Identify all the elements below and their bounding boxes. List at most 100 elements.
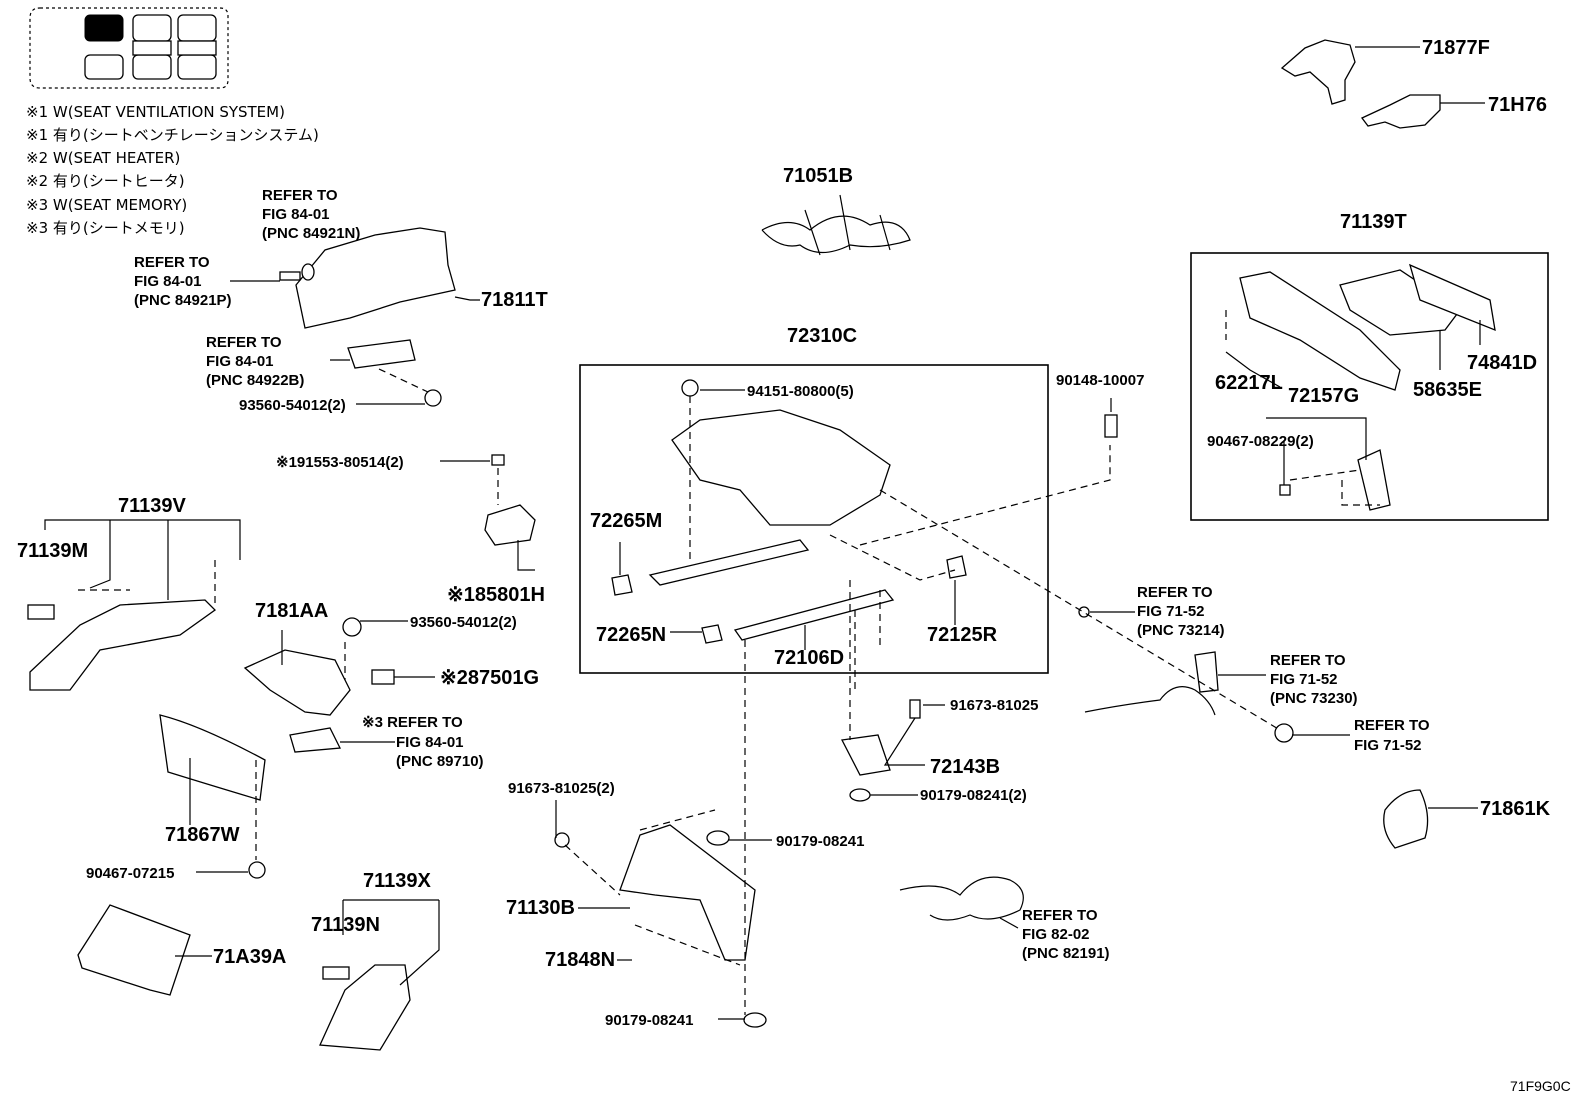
group-box-72310C [579,364,1049,674]
seat-position-icon [29,7,229,89]
svg-text:FIG 84-01: FIG 84-01 [206,353,274,370]
part-71A39A-drawing [77,904,191,996]
part-71867W-drawing [159,714,266,801]
note-2-jp: ※2 有り(シートヒータ) [26,172,185,190]
label-72143B: 72143B [930,756,1000,778]
svg-text:REFER TO: REFER TO [1270,652,1346,669]
label-71877F: 71877F [1422,37,1490,59]
svg-text:FIG 82-02: FIG 82-02 [1022,926,1090,943]
label-72157G: 72157G [1288,385,1359,407]
label-71139V: 71139V [118,495,187,517]
ref-73230: REFER TO FIG 71-52 (PNC 73230) [1270,652,1358,707]
part-71861K-drawing [1383,789,1429,849]
label-62217L: 62217L [1215,372,1283,394]
label-72310C: 72310C [787,325,857,347]
svg-text:※3 REFER TO: ※3 REFER TO [362,714,463,731]
svg-text:REFER TO: REFER TO [206,334,282,351]
label-71A39A: 71A39A [213,946,286,968]
svg-text:REFER TO: REFER TO [1137,584,1213,601]
wire-harness-82191 [899,876,1024,921]
part-71139T-drawing [1239,271,1401,391]
label-71867W: 71867W [165,824,240,846]
label-71848N: 71848N [545,949,615,971]
part-labels: 71877F 71H76 71051B 71139T 71811T 72310C… [17,37,1551,1029]
svg-text:FIG 71-52: FIG 71-52 [1270,671,1338,688]
group-box-71139T [1190,252,1549,521]
label-90467-07215: 90467-07215 [86,865,174,882]
label-71139M: 71139M [17,540,88,562]
svg-text:FIG 71-52: FIG 71-52 [1354,737,1422,754]
note-1-en: ※1 W(SEAT VENTILATION SYSTEM) [26,103,285,121]
svg-text:FIG 71-52: FIG 71-52 [1137,603,1205,620]
ref-73214: REFER TO FIG 71-52 (PNC 73214) [1137,584,1225,639]
label-72125R: 72125R [927,624,998,646]
label-58635E: 58635E [1413,379,1482,401]
svg-text:(PNC 82191): (PNC 82191) [1022,945,1110,962]
svg-text:REFER TO: REFER TO [1022,907,1098,924]
part-71877F-drawing [1280,39,1356,105]
label-72106D: 72106D [774,647,844,669]
label-94151-80800: 94151-80800(5) [747,383,854,400]
part-71130B-drawing [619,824,756,961]
part-72143B-drawing [841,734,891,776]
label-71139N: 71139N [311,914,380,936]
ref-84921N: REFER TO FIG 84-01 (PNC 84921N) [262,187,360,242]
part-71139V-drawing [29,599,217,691]
note-2-en: ※2 W(SEAT HEATER) [26,149,180,167]
part-71139X-drawing [319,964,411,1051]
label-90467-08229: 90467-08229(2) [1207,433,1314,450]
label-7181AA: 7181AA [255,600,328,622]
svg-text:(PNC 73230): (PNC 73230) [1270,690,1358,707]
svg-text:(PNC 84921N): (PNC 84921N) [262,225,360,242]
part-71811T-drawing [295,227,456,329]
diagram-code: 71F9G0C [1510,1078,1571,1094]
part-71H76-drawing [1360,94,1441,129]
label-71130B: 71130B [506,897,575,919]
label-287501G: ※287501G [440,667,539,689]
note-1-jp: ※1 有り(シートベンチレーションシステム) [26,126,319,144]
ref-71-52: REFER TO FIG 71-52 [1354,717,1430,754]
label-72265M: 72265M [590,510,662,532]
part-72310C-drawing [671,409,891,526]
svg-text:(PNC 73214): (PNC 73214) [1137,622,1225,639]
svg-text:FIG 84-01: FIG 84-01 [134,273,202,290]
note-3-en: ※3 W(SEAT MEMORY) [26,196,187,214]
label-91673-81025-2: 91673-81025(2) [508,780,615,797]
ref-84922B: REFER TO FIG 84-01 (PNC 84922B) [206,334,304,389]
note-3-jp: ※3 有り(シートメモリ) [26,219,185,237]
label-74841D: 74841D [1467,352,1537,374]
label-90148-10007: 90148-10007 [1056,372,1144,389]
assembly-lines [78,310,1380,1015]
part-71051B-drawing [761,215,911,254]
label-185801H: ※185801H [447,584,545,606]
ref-84921P: REFER TO FIG 84-01 (PNC 84921P) [134,254,232,309]
label-71H76: 71H76 [1488,94,1547,116]
label-90179-08241-bottom: 90179-08241 [605,1012,693,1029]
label-191553-80514: ※191553-80514(2) [276,454,404,471]
seat-belt-harness [1084,686,1216,716]
label-72265N: 72265N [596,624,666,646]
svg-text:(PNC 84922B): (PNC 84922B) [206,372,304,389]
part-drawings [27,39,1496,1051]
reference-blocks: REFER TO FIG 84-01 (PNC 84921N) REFER TO… [134,187,1430,962]
ref-89710: ※3 REFER TO FIG 84-01 (PNC 89710) [362,714,484,770]
label-71139X: 71139X [363,870,432,892]
svg-text:REFER TO: REFER TO [262,187,338,204]
svg-text:FIG 84-01: FIG 84-01 [262,206,330,223]
ref-82191: REFER TO FIG 82-02 (PNC 82191) [1022,907,1110,962]
label-71139T: 71139T [1340,211,1407,233]
label-91673-81025: 91673-81025 [950,697,1038,714]
label-71811T: 71811T [481,289,548,311]
label-93560-54012-top: 93560-54012(2) [239,397,346,414]
label-90179-08241-mid: 90179-08241 [776,833,864,850]
label-71051B: 71051B [783,165,853,187]
svg-text:(PNC 84921P): (PNC 84921P) [134,292,232,309]
svg-text:REFER TO: REFER TO [134,254,210,271]
leader-lines [44,46,1485,1020]
label-90179-08241-2: 90179-08241(2) [920,787,1027,804]
label-93560-54012-mid: 93560-54012(2) [410,614,517,631]
svg-text:FIG 84-01: FIG 84-01 [396,734,464,751]
svg-text:(PNC 89710): (PNC 89710) [396,753,484,770]
